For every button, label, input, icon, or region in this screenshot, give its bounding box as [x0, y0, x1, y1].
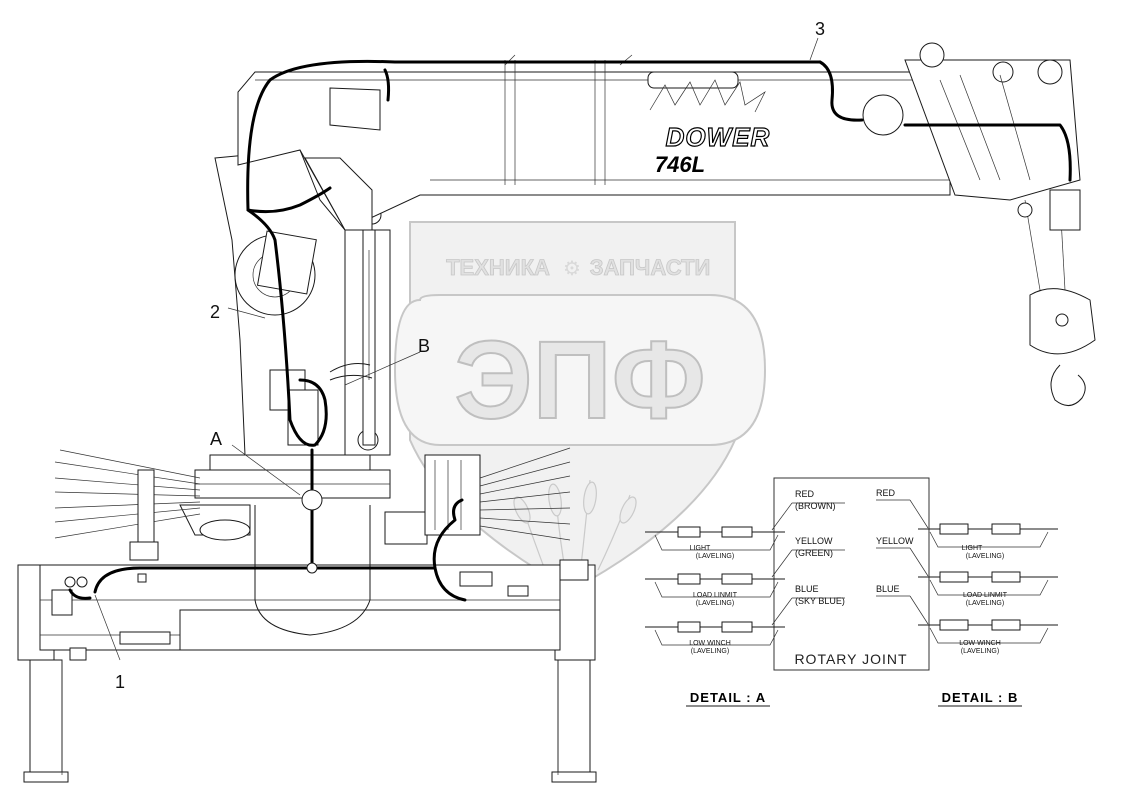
detail-a-green-label: (GREEN) — [795, 548, 833, 558]
watermark-text-left: ТЕХНИКА — [446, 255, 550, 280]
rotary-joint-a — [301, 489, 323, 511]
detail-a-wire-load-limit: YELLOW (GREEN) LOAD LINMIT (LAVELING) — [645, 536, 845, 607]
detail-a-skyblue-label: (SKY BLUE) — [795, 596, 845, 606]
detail-b-load-caption: LOAD LINMIT — [963, 592, 1008, 599]
detail-a-winch-caption: LOW WINCH — [689, 640, 731, 647]
control-levers-left — [54, 449, 201, 561]
detail-b-wire-load-limit: YELLOW LOAD LINMIT (LAVELING) — [876, 536, 1058, 607]
detail-a-light-sub: (LAVELING) — [696, 553, 734, 560]
callout-3: 3 — [815, 19, 825, 39]
detail-a-load-sub: (LAVELING) — [696, 600, 734, 607]
watermark-text-right: ЗАПЧАСТИ — [590, 255, 711, 280]
crane-column — [214, 149, 391, 456]
detail-a-winch-sub: (LAVELING) — [691, 648, 729, 655]
callout-b: B — [418, 336, 430, 356]
detail-a-title: DETAIL : A — [690, 690, 766, 705]
harness-cable-1 — [93, 566, 467, 602]
detail-b-load-sub: (LAVELING) — [966, 600, 1004, 607]
detail-b-blue-label: BLUE — [876, 584, 900, 594]
detail-a-blue-label: BLUE — [795, 584, 819, 594]
callout-2: 2 — [210, 302, 220, 322]
detail-a-brown-label: (BROWN) — [795, 501, 836, 511]
detail-b-wire-low-winch: BLUE LOW WINCH (LAVELING) — [876, 584, 1058, 655]
detail-b-light-sub: (LAVELING) — [966, 553, 1004, 560]
detail-a-yellow-label: YELLOW — [795, 536, 833, 546]
harness-cable-3 — [246, 59, 822, 214]
detail-b: RED LIGHT (LAVELING) YELLOW LOAD LINMIT … — [876, 488, 1058, 707]
detail-b-yellow-label: YELLOW — [876, 536, 914, 546]
detail-b-red-label: RED — [876, 488, 896, 498]
detail-b-title: DETAIL : B — [942, 690, 1019, 705]
rotary-joint-label: ROTARY JOINT — [794, 651, 907, 667]
harness-cable-2 — [246, 208, 328, 447]
base-frame — [39, 505, 561, 661]
detail-b-light-caption: LIGHT — [962, 545, 983, 552]
turret — [179, 454, 481, 545]
watermark-gear-icon: ⚙ — [563, 258, 581, 280]
detail-b-wire-light: RED LIGHT (LAVELING) — [876, 488, 1058, 560]
detail-a-wire-light: RED (BROWN) LIGHT (LAVELING) — [645, 489, 845, 560]
detail-a-wire-low-winch: BLUE (SKY BLUE) LOW WINCH (LAVELING) — [645, 584, 845, 655]
callout-1: 1 — [115, 672, 125, 692]
watermark-monogram: ЭПФ — [454, 319, 705, 442]
crane-hook — [1050, 364, 1086, 406]
junction-point — [306, 562, 318, 574]
detail-b-winch-caption: LOW WINCH — [959, 640, 1001, 647]
brand-badge: DOWER — [666, 122, 771, 152]
detail-a: RED (BROWN) LIGHT (LAVELING) YELLOW (GRE… — [645, 489, 845, 707]
detail-a-light-caption: LIGHT — [690, 545, 711, 552]
detail-b-winch-sub: (LAVELING) — [961, 648, 999, 655]
outrigger-legs — [17, 564, 597, 783]
detail-a-red-label: RED — [795, 489, 815, 499]
model-badge: 746L — [655, 152, 705, 177]
control-levers-right — [479, 447, 589, 581]
crane-boom: DOWER 746L — [237, 42, 1096, 406]
callouts: 1 2 3 A B — [94, 19, 825, 692]
detail-a-load-caption: LOAD LINMIT — [693, 592, 738, 599]
callout-a: A — [210, 429, 222, 449]
